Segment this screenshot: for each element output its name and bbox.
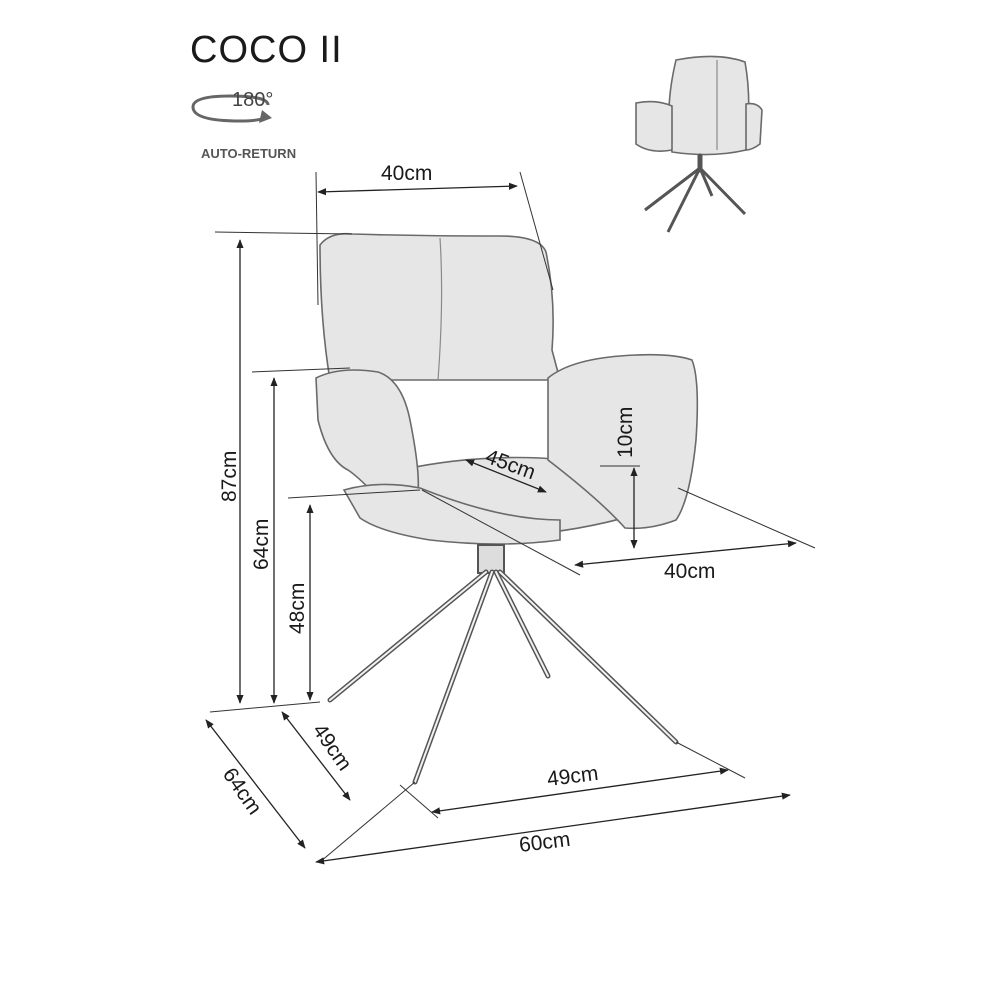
seat-width-label: 40cm: [664, 560, 715, 583]
total-depth-line: [205, 719, 306, 849]
backrest-width-line: [317, 182, 518, 196]
rotation-icon: 180°: [191, 89, 273, 123]
total-width-line: [315, 792, 791, 865]
total-depth-label: 64cm: [218, 764, 266, 819]
right-armrest: [547, 353, 699, 530]
base-width-label: 49cm: [546, 762, 600, 791]
rotation-angle: 180°: [232, 89, 273, 111]
base-depth-label: 49cm: [308, 720, 356, 775]
backrest-width-label: 40cm: [381, 162, 432, 185]
back-view-thumbnail: [635, 55, 763, 233]
dimension-lines: [205, 182, 797, 865]
armrest-height-label: 64cm: [250, 519, 273, 570]
chair-illustration: [315, 232, 699, 785]
armrest-above-seat-label: 10cm: [614, 407, 637, 458]
seat-depth-line: [465, 459, 547, 493]
total-height-label: 87cm: [218, 451, 241, 502]
product-title: COCO II: [190, 29, 343, 71]
seat-width-line: [574, 540, 797, 568]
auto-return-label: AUTO-RETURN: [201, 146, 296, 161]
left-armrest: [315, 369, 420, 503]
seat-height-label: 48cm: [286, 583, 309, 634]
backrest: [319, 232, 562, 381]
total-width-label: 60cm: [518, 828, 572, 857]
seat-front: [342, 483, 561, 545]
